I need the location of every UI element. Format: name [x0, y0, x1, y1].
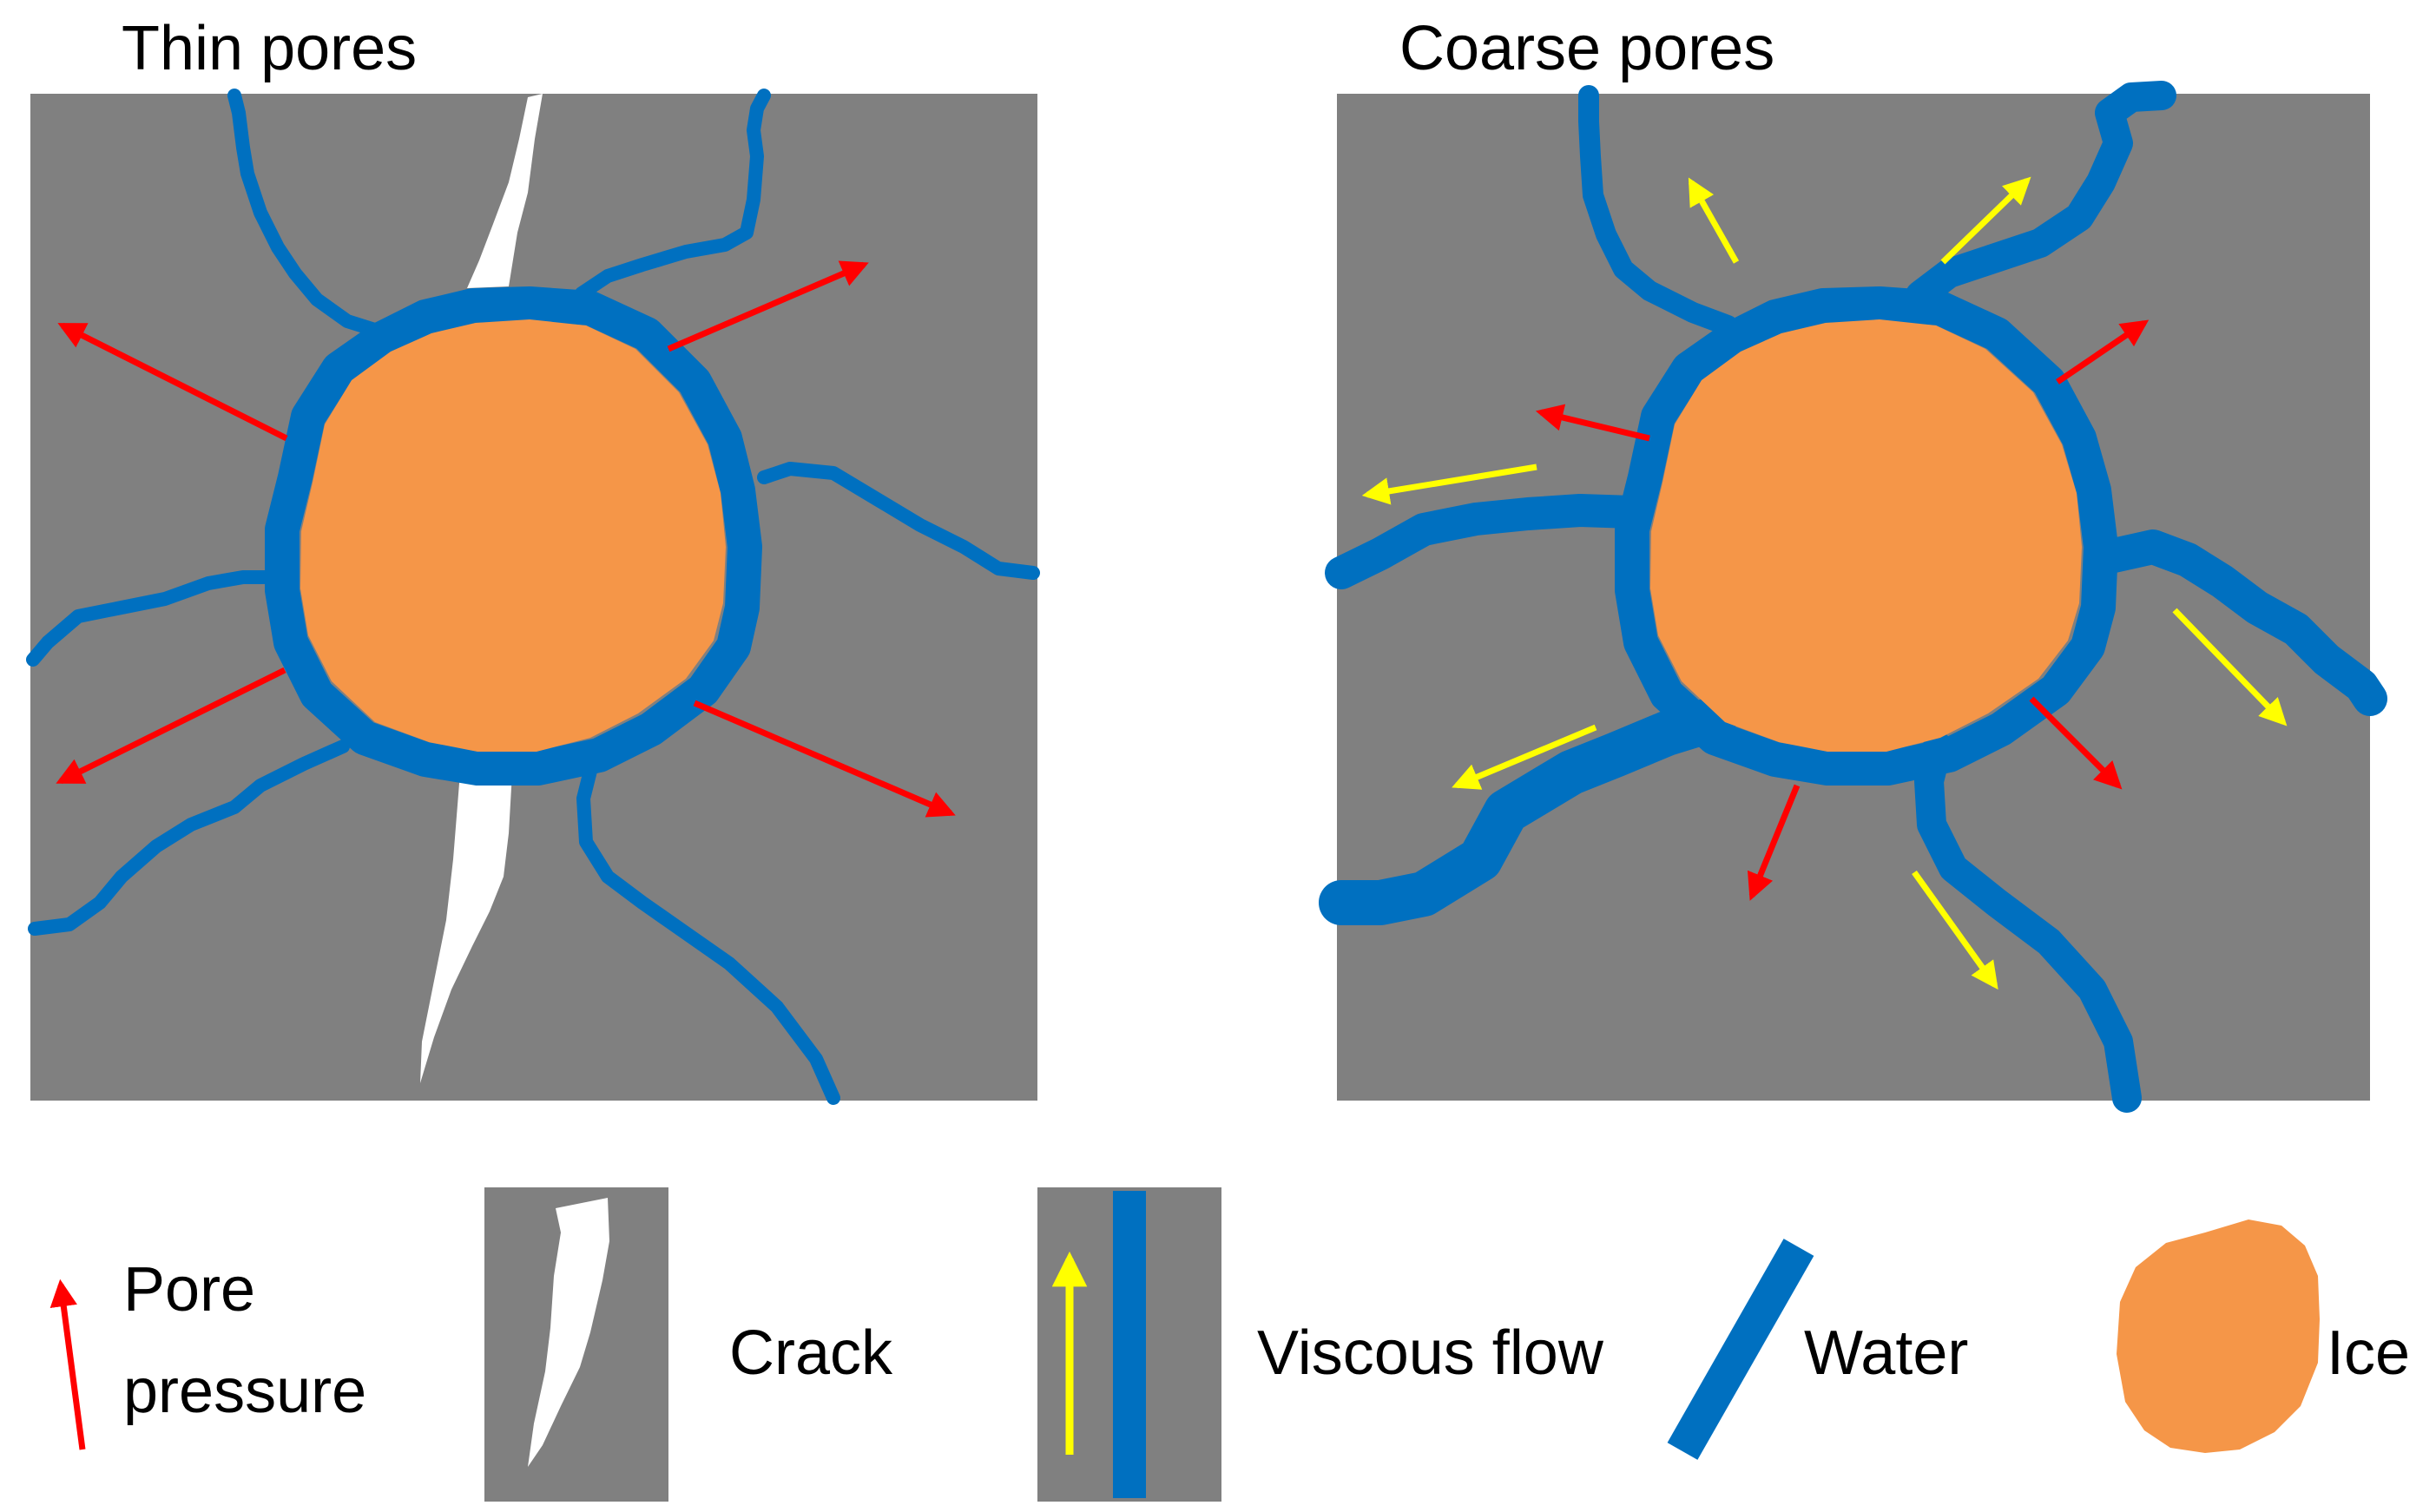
coarse-channel-top-left [1578, 85, 1738, 336]
coarse-yellow-arrow-right [2172, 608, 2288, 726]
coarse-water-channels [1319, 81, 2387, 1113]
thin-red-arrow-lower-right [693, 700, 956, 818]
thin-channel-lower-left [28, 740, 350, 936]
coarse-yellow-arrow-top-right [1940, 176, 2031, 265]
legend-pore-pressure-label-line1: Pore [123, 1255, 255, 1325]
coarse-yellow-arrow-lower-left [1452, 724, 1597, 790]
thin-crack-upper [467, 94, 543, 288]
coarse-red-arrow-upper-right [2056, 319, 2150, 385]
legend-ice-swatch [2117, 1219, 2320, 1453]
coarse-yellow-arrow-lower-right [1912, 870, 1998, 990]
coarse-pores-panel: Coarse pores [1319, 14, 2387, 1113]
legend-crack-shape [528, 1198, 609, 1467]
legend-pore-pressure-arrow [49, 1279, 86, 1450]
legend-crack: Crack [484, 1187, 893, 1502]
thin-ice [300, 319, 726, 752]
thin-red-arrow-upper-right [667, 260, 869, 352]
coarse-pore-pressure-arrows [1535, 319, 2150, 901]
thin-channel-top-right [575, 89, 771, 300]
thin-pores-title: Thin pores [122, 14, 417, 83]
thin-pore-pressure-arrows [56, 260, 956, 818]
thin-channel-right [757, 462, 1040, 580]
coarse-channel-lower-right [1914, 732, 2142, 1113]
legend-viscous-flow-water-strip [1113, 1191, 1146, 1498]
thin-red-arrow-upper-left [57, 322, 288, 442]
coarse-yellow-arrow-left [1361, 463, 1537, 505]
legend-water-label: Water [1804, 1318, 1968, 1388]
legend-viscous-flow-label: Viscous flow [1257, 1318, 1604, 1388]
legend-water-swatch [1667, 1239, 1814, 1460]
coarse-channel-top-right [1906, 81, 2176, 310]
thin-channel-top-left [227, 89, 387, 339]
coarse-ice [1650, 319, 2082, 752]
coarse-viscous-flow-arrows [1361, 176, 2288, 990]
thin-pores-panel: Thin pores [26, 14, 1040, 1105]
thin-water-ring [265, 286, 762, 786]
legend-water: Water [1667, 1239, 1968, 1460]
legend: Pore pressure Crack Viscous flow Water I… [49, 1187, 2410, 1502]
legend-viscous-flow: Viscous flow [1037, 1187, 1604, 1502]
legend-ice-label: Ice [2327, 1318, 2410, 1388]
coarse-channel-lower-left [1319, 696, 1737, 925]
thin-crack-lower [420, 772, 512, 1083]
legend-ice: Ice [2117, 1219, 2410, 1453]
legend-pore-pressure-label-line2: pressure [123, 1357, 366, 1426]
thin-channel-left [26, 570, 290, 667]
thin-red-arrow-lower-left [56, 667, 286, 785]
coarse-red-arrow-lower-right [2029, 696, 2123, 790]
coarse-channel-left [1325, 494, 1649, 589]
legend-crack-label: Crack [729, 1318, 893, 1388]
thin-channel-lower-right [576, 757, 840, 1105]
legend-pore-pressure: Pore pressure [49, 1255, 366, 1450]
coarse-red-arrow-bottom [1747, 784, 1801, 901]
coarse-channel-right [2097, 529, 2387, 716]
thin-water-channels [26, 89, 1040, 1105]
coarse-water-ring [1615, 286, 2118, 786]
coarse-red-arrow-left [1535, 404, 1650, 442]
coarse-pores-title: Coarse pores [1399, 14, 1774, 83]
coarse-yellow-arrow-top-left [1688, 177, 1740, 264]
